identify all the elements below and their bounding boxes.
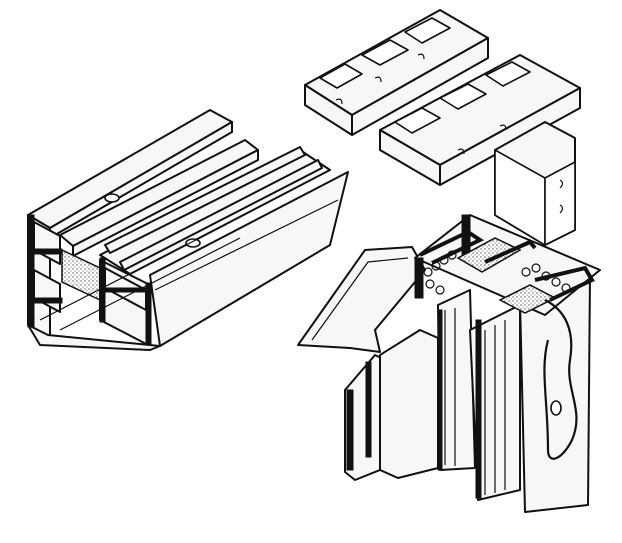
corner-joint [297,214,601,513]
screw-hole-icon [550,400,562,416]
screw-hole-icon [185,238,201,248]
insulation-strip [456,237,522,273]
screw-hole-icon [104,193,120,203]
thermal-break-profile [27,109,349,351]
corner-cleat [304,9,581,246]
